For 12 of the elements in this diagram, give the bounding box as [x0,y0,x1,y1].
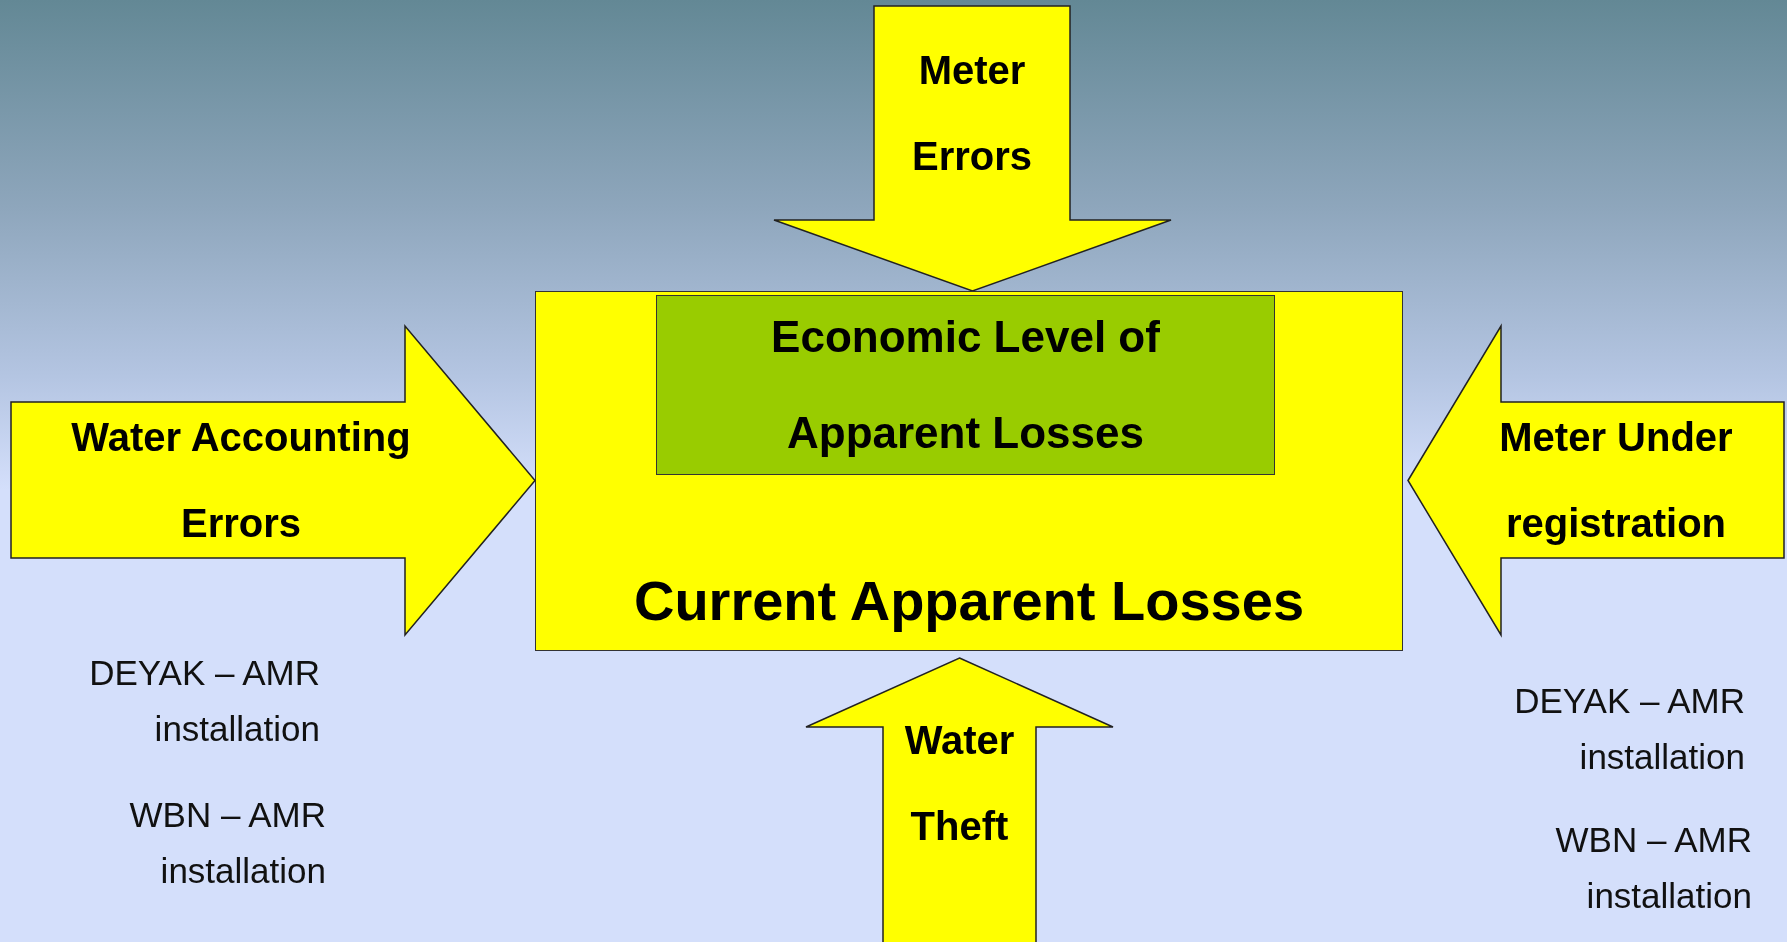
node-label: Economic Level of Apparent Losses [770,311,1161,459]
note-text: WBN – AMR installation [1554,819,1752,917]
inner-box [656,295,1275,475]
process-box [535,291,1403,651]
node-label: Meter Errors [910,47,1034,180]
note-text: DEYAK – AMR installation [1513,680,1745,778]
node-label: Water Accounting Errors [70,414,412,547]
node-label: Water Theft [903,717,1016,850]
node-label: Meter Under registration [1498,414,1734,547]
node-label: Current Apparent Losses [633,568,1305,634]
note-text: DEYAK – AMR installation [88,652,320,750]
note-text: WBN – AMR installation [128,794,326,892]
